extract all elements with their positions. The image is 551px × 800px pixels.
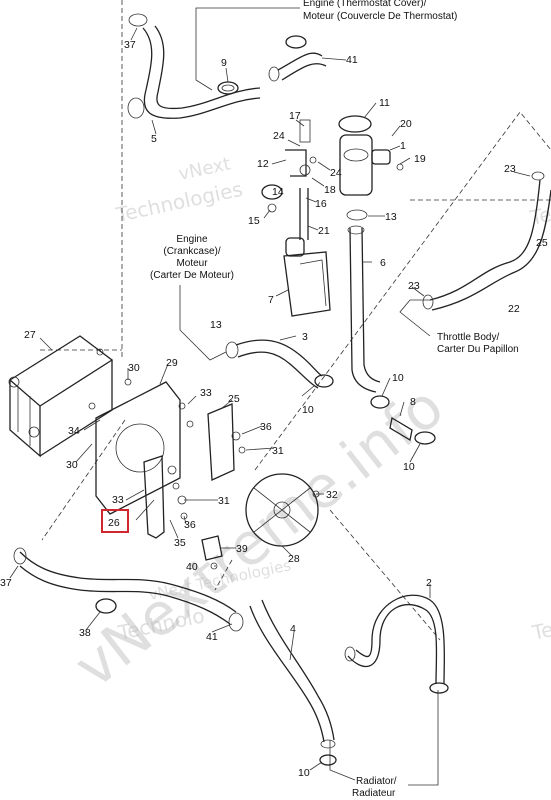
part-label-5: 5 [151,133,157,145]
watermark-group: vNext Technologies vNextreme.info vNext … [62,153,551,701]
part-label-22: 22 [508,303,520,315]
part-label-25-right: 25 [536,237,548,249]
watermark-technologies: Technologies [113,177,245,227]
callout-engine-thermostat-line2: Moteur (Couvercle De Thermostat) [303,11,457,22]
callout-radiator-line1: Radiator/ [356,776,397,787]
part-labels: 37 9 41 5 11 17 20 24 1 19 12 24 18 16 1… [0,39,548,779]
clamp-38 [95,598,117,614]
part-label-20: 20 [400,118,412,130]
callout-radiator: Radiator/ Radiateur [329,690,439,799]
part-label-34: 34 [68,425,80,437]
part-label-9: 9 [221,57,227,69]
part-label-37-top: 37 [124,39,136,51]
part-label-14: 14 [272,186,284,198]
part-label-10-right-top: 10 [392,372,404,384]
part-label-27: 27 [24,329,36,341]
reservoir-cap [261,184,283,213]
part-label-8: 8 [410,396,416,408]
part-label-25-mid: 25 [228,393,240,405]
part-label-37-bottom: 37 [0,577,12,589]
callout-engine-thermostat: Engine (Thermostat Cover)/ Moteur (Couve… [195,0,457,91]
highlight-box-part-26 [101,509,129,533]
watermark-te-right: Te [527,202,551,230]
part-label-36-mid: 36 [184,519,196,531]
part-label-33-mid: 33 [112,494,124,506]
callout-throttle-body: Throttle Body/ Carter Du Papillon [399,299,519,355]
part-label-26-highlighted: 26 [108,517,120,529]
bracket-39 [201,535,223,561]
part-label-18: 18 [324,184,336,196]
part-label-21: 21 [318,225,330,237]
part-label-17: 17 [289,110,301,122]
coolant-reservoir-7 [283,237,331,317]
part-label-31-top: 31 [272,445,284,457]
part-label-13-top: 13 [385,211,397,223]
bracket-25 [207,403,235,481]
part-label-40: 40 [186,561,198,573]
hose-3 [225,339,334,389]
part-label-38: 38 [79,627,91,639]
hose-41-top [268,35,327,82]
hose-22 [422,171,551,311]
part-label-36-top: 36 [260,421,272,433]
callout-throttle-line2: Carter Du Papillon [437,344,519,355]
part-label-6: 6 [380,257,386,269]
clamp-10-bottom [319,754,337,766]
callout-crankcase-line1: Engine [176,234,208,245]
bracket-26 [143,455,165,539]
part-label-23-right: 23 [504,163,516,175]
part-label-15: 15 [248,215,260,227]
part-label-4: 4 [290,623,296,635]
part-label-31-mid: 31 [218,495,230,507]
part-label-11: 11 [379,97,390,109]
hose-41-bottom [13,547,244,632]
part-label-24-mid: 24 [330,167,342,179]
part-label-13-mid: 13 [210,319,222,331]
part-label-2: 2 [426,577,432,589]
part-label-41-bottom: 41 [206,631,218,643]
assembly-boundary [40,0,551,641]
hose-4 [249,599,336,749]
part-label-30-left: 30 [66,459,78,471]
part-label-32: 32 [326,489,338,501]
callout-crankcase-line4: (Carter De Moteur) [150,270,234,281]
part-label-10-right: 10 [403,461,415,473]
callout-crankcase-line2: (Crankcase)/ [163,246,220,257]
part-label-10-mid: 10 [302,404,314,416]
callout-engine-crankcase: Engine (Crankcase)/ Moteur (Carter De Mo… [150,234,234,361]
part-label-19: 19 [414,153,426,165]
part-label-28: 28 [288,553,300,565]
thermostat-housing [338,115,391,221]
watermark-te-right-lower: Te [529,617,551,645]
part-label-3: 3 [302,331,308,343]
part-label-39: 39 [236,543,248,555]
leader-lines [9,27,531,771]
part-label-10-bottom: 10 [298,767,310,779]
part-label-35: 35 [174,537,186,549]
callout-radiator-line2: Radiateur [352,788,396,799]
part-label-33-top: 33 [200,387,212,399]
fan-shroud-29 [95,381,181,515]
part-label-23-mid: 23 [408,280,420,292]
clamp-9 [217,81,239,95]
part-label-41-top: 41 [346,54,358,66]
callout-engine-thermostat-line1: Engine (Thermostat Cover)/ [303,0,427,9]
fitting-assembly-12 [285,119,317,177]
callout-throttle-line1: Throttle Body/ [437,332,499,343]
hose-21 [299,188,309,240]
hose-6 [347,225,381,393]
part-label-7: 7 [268,294,274,306]
part-label-16: 16 [315,198,327,210]
fitting-8 [370,395,436,445]
part-label-1: 1 [400,140,406,152]
callout-crankcase-line3: Moteur [176,258,208,269]
hose-2 [344,594,449,694]
hose-5 [127,13,261,119]
part-label-24-top: 24 [273,130,285,142]
part-label-30-top: 30 [128,362,140,374]
part-label-12: 12 [257,158,269,170]
part-label-29: 29 [166,357,178,369]
